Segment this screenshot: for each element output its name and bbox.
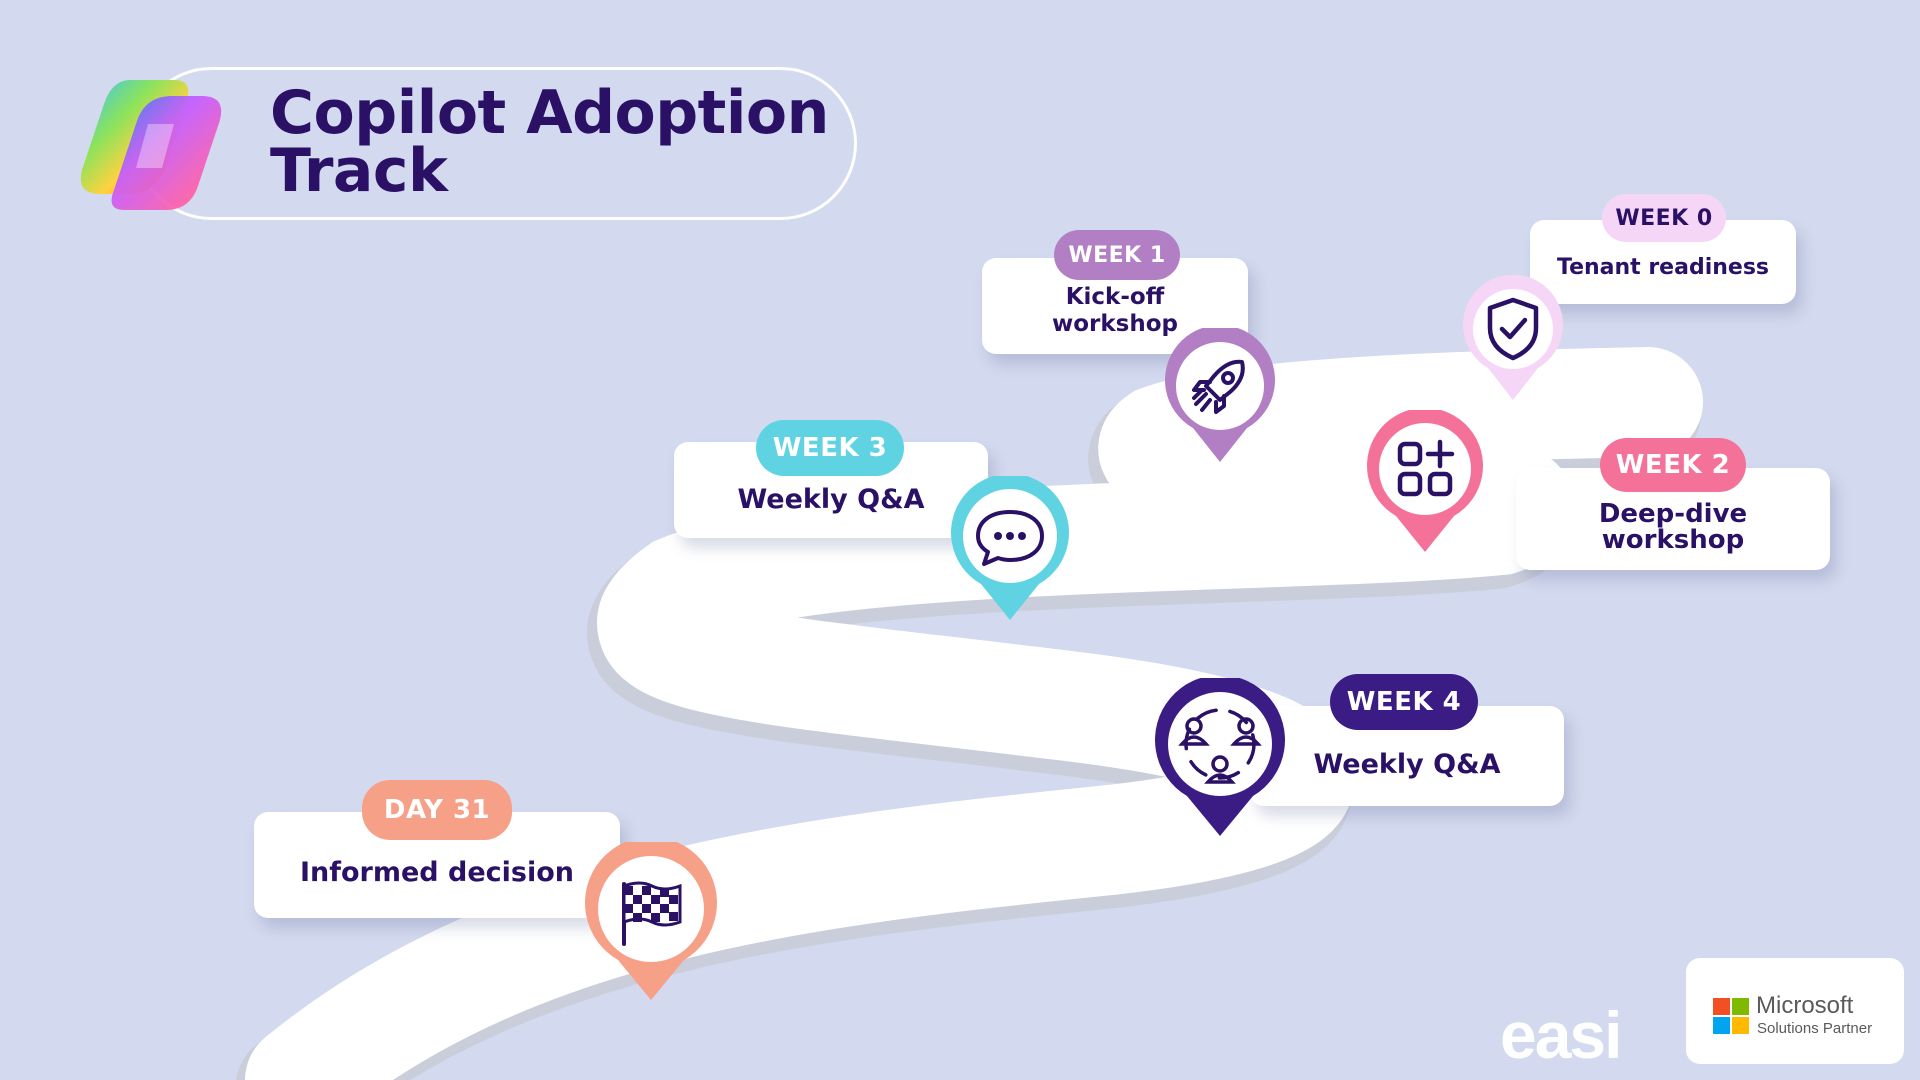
copilot-logo-icon <box>80 80 222 210</box>
milestone-text: Tenant readiness <box>1556 254 1770 280</box>
microsoft-logo-icon <box>1713 998 1749 1034</box>
milestone-text-line2: workshop <box>1051 311 1179 337</box>
milestone-pin-week2 <box>1367 410 1483 552</box>
milestone-badge-week3: WEEK 3 <box>756 420 904 476</box>
shield-check-icon <box>1487 297 1539 361</box>
milestone-card-week2: Deep-dive workshop <box>1516 468 1830 570</box>
title-line-1: Copilot Adoption <box>270 78 829 148</box>
milestone-pin-week4 <box>1155 678 1285 836</box>
apps-grid-icon <box>1397 439 1455 497</box>
milestone-pin-day31 <box>585 842 717 1000</box>
partner-subtitle: Solutions Partner <box>1757 1020 1873 1037</box>
title-line-2: Track <box>270 136 448 206</box>
road-surface <box>245 347 1703 1080</box>
milestone-text-line2: workshop <box>1601 525 1745 555</box>
easi-logo-text: easi <box>1500 1000 1620 1068</box>
milestone-pin-week3 <box>951 476 1069 620</box>
milestone-badge-week1: WEEK 1 <box>1054 230 1180 280</box>
easi-logo: easi <box>1500 1000 1622 1068</box>
milestone-text-line1: Kick-off <box>1065 284 1165 310</box>
milestone-badge-day31: DAY 31 <box>362 780 512 840</box>
milestone-text: Informed decision <box>299 856 575 888</box>
partner-name: Microsoft <box>1756 992 1854 1019</box>
rocket-icon <box>1192 359 1245 414</box>
milestone-pin-week1 <box>1165 328 1275 462</box>
milestone-badge-week2: WEEK 2 <box>1600 438 1746 492</box>
milestone-text-line1: Deep-dive <box>1598 499 1748 529</box>
microsoft-partner-badge: Microsoft Solutions Partner <box>1686 958 1904 1064</box>
milestone-badge-week0: WEEK 0 <box>1602 194 1726 242</box>
chat-bubble-icon <box>976 510 1044 566</box>
milestone-text: Weekly Q&A <box>1313 748 1501 780</box>
people-circle-icon <box>1178 708 1262 784</box>
milestone-badge-week4: WEEK 4 <box>1330 674 1478 730</box>
page-title: Copilot Adoption Track <box>270 78 830 206</box>
checkered-flag-icon <box>622 881 682 946</box>
milestone-pin-week0 <box>1463 274 1563 400</box>
milestone-text: Weekly Q&A <box>737 483 925 515</box>
